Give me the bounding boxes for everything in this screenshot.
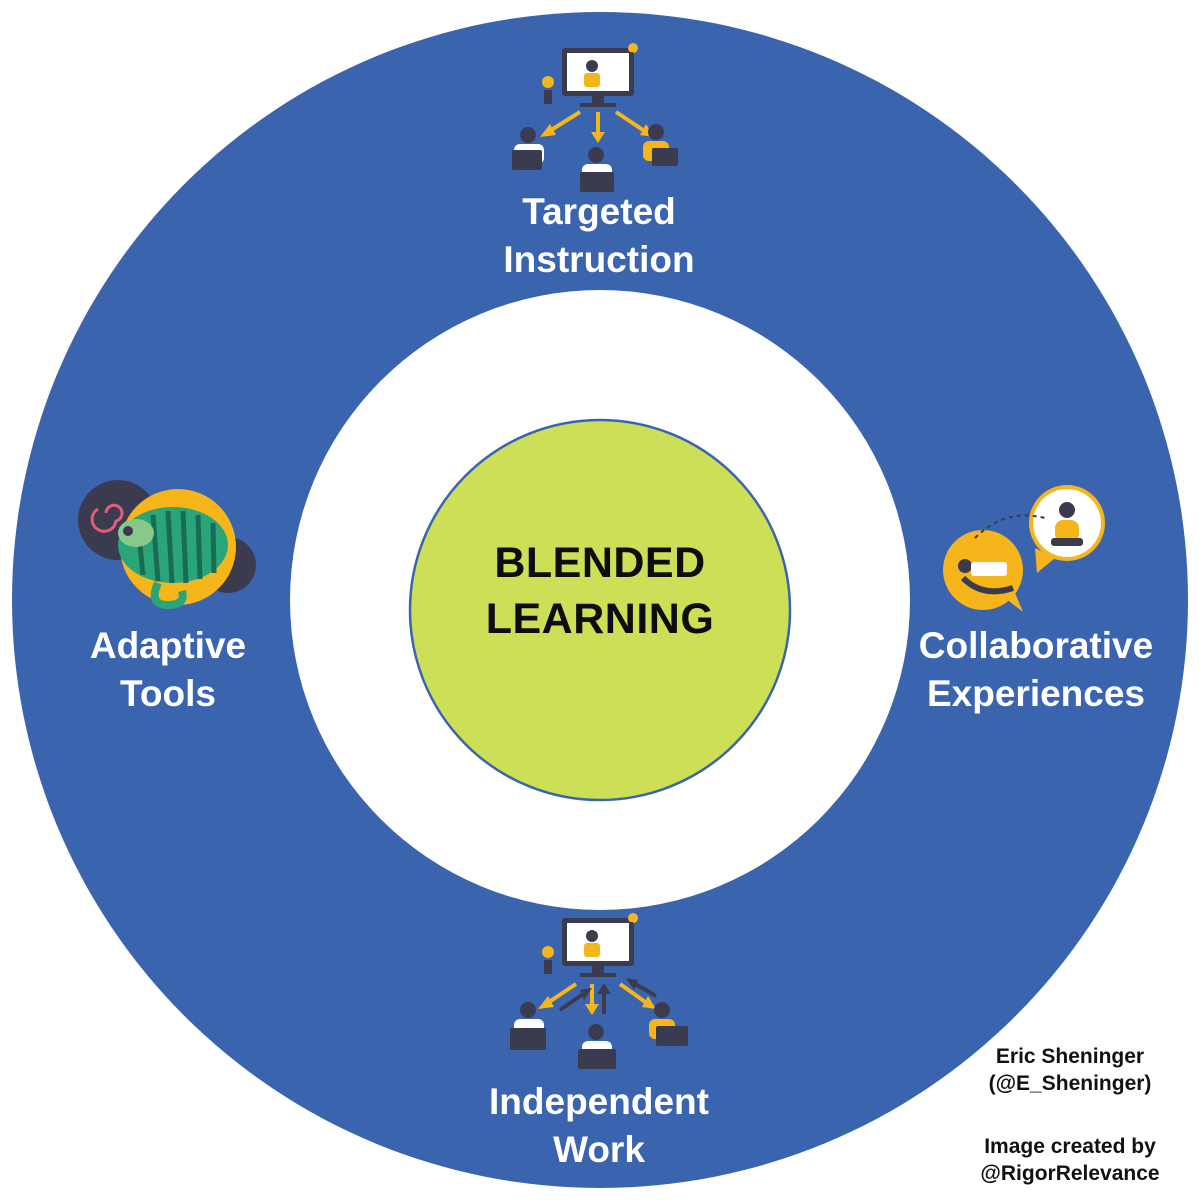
center-title-line1: BLENDED: [494, 539, 706, 587]
creator-handle: @RigorRelevance: [980, 1162, 1160, 1185]
author-name: Eric Sheninger: [995, 1045, 1145, 1068]
chat-bubbles-icon: [943, 485, 1105, 612]
center-circle: [408, 418, 792, 802]
segment-right-line1: Collaborative: [918, 625, 1154, 666]
segment-label-independent-work: Independent Work: [449, 1078, 749, 1174]
segment-top-line1: Targeted: [522, 191, 676, 232]
segment-bottom-line2: Work: [553, 1129, 645, 1170]
segment-label-targeted-instruction: Targeted Instruction: [449, 188, 749, 284]
segment-left-line1: Adaptive: [89, 625, 247, 666]
teacher-students-two-way-icon: [510, 913, 688, 1069]
author-credit: Eric Sheninger (@E_Sheninger): [960, 1043, 1180, 1097]
segment-label-collaborative-experiences: Collaborative Experiences: [886, 622, 1186, 718]
segment-right-line2: Experiences: [926, 673, 1146, 714]
chameleon-icon: [78, 480, 256, 610]
author-handle: (@E_Sheninger): [988, 1072, 1152, 1095]
center-title-line2: LEARNING: [485, 595, 715, 643]
segment-left-line2: Tools: [120, 673, 216, 714]
teacher-students-icon: [512, 43, 678, 192]
segment-bottom-line1: Independent: [489, 1081, 709, 1122]
segment-top-line2: Instruction: [503, 239, 695, 280]
center-title: BLENDED LEARNING: [430, 535, 770, 647]
created-by-label: Image created by: [984, 1135, 1156, 1158]
creator-credit: Image created by @RigorRelevance: [960, 1133, 1180, 1187]
segment-label-adaptive-tools: Adaptive Tools: [58, 622, 278, 718]
